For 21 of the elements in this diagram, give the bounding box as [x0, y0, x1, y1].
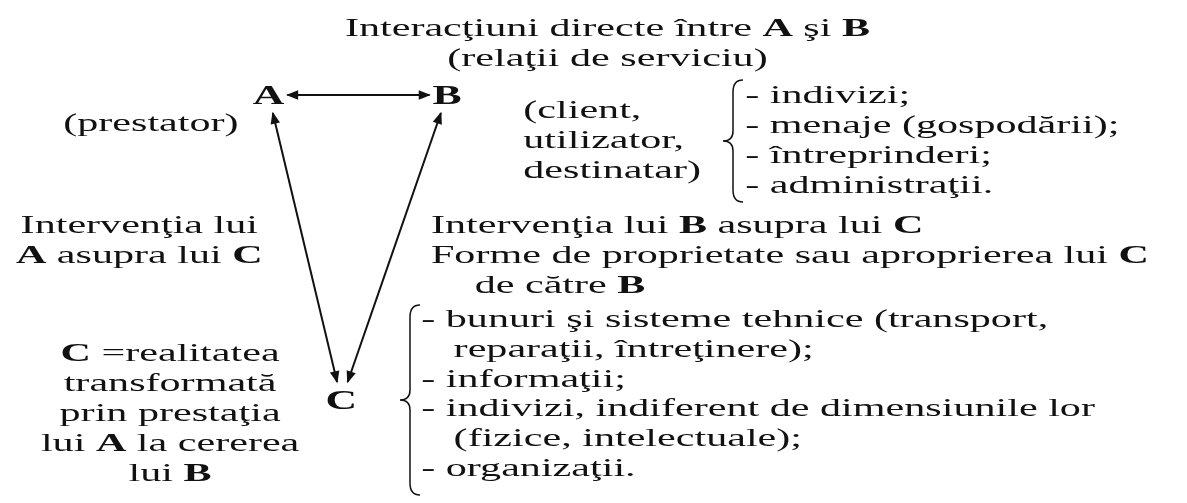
arrow — [286, 90, 431, 100]
note-text: - indivizi, indiferent de dimensiunile lor (fizice, intelectuale); — [421, 393, 1096, 453]
edge-label: Interacţiuni directe între A şi B (relaţii de serviciu) — [343, 13, 872, 73]
note-text: Forme de proprietate sau aproprierea lui C de către B — [430, 240, 1151, 300]
note-text: - organizaţii. — [421, 453, 637, 483]
edge-label: Intervenţia lui A asupra lui C — [14, 210, 264, 270]
note-text: - administraţii. — [745, 170, 995, 200]
node-letter: B — [432, 80, 462, 110]
node-note: (client, utilizator, destinatar) — [523, 95, 703, 185]
node-note: (prestator) — [63, 108, 239, 138]
note-text: - întreprinderi; — [745, 140, 993, 170]
node-letter: C — [325, 385, 358, 415]
note-text: - indivizi; — [745, 80, 912, 110]
arrow — [270, 111, 340, 384]
arrow — [346, 111, 442, 384]
note-text: - menaje (gospodării); — [745, 110, 1121, 140]
node-letter: A — [252, 80, 285, 110]
edge-label: Intervenţia lui B asupra lui C — [430, 210, 925, 240]
note-text: - bunuri şi sisteme tehnice (transport, reparaţii, întreţinere); — [421, 304, 1050, 364]
node-note: C =realitatea transformată prin prestaţia lui A la cererea lui B — [39, 338, 301, 488]
note-text: - informaţii; — [421, 364, 627, 394]
